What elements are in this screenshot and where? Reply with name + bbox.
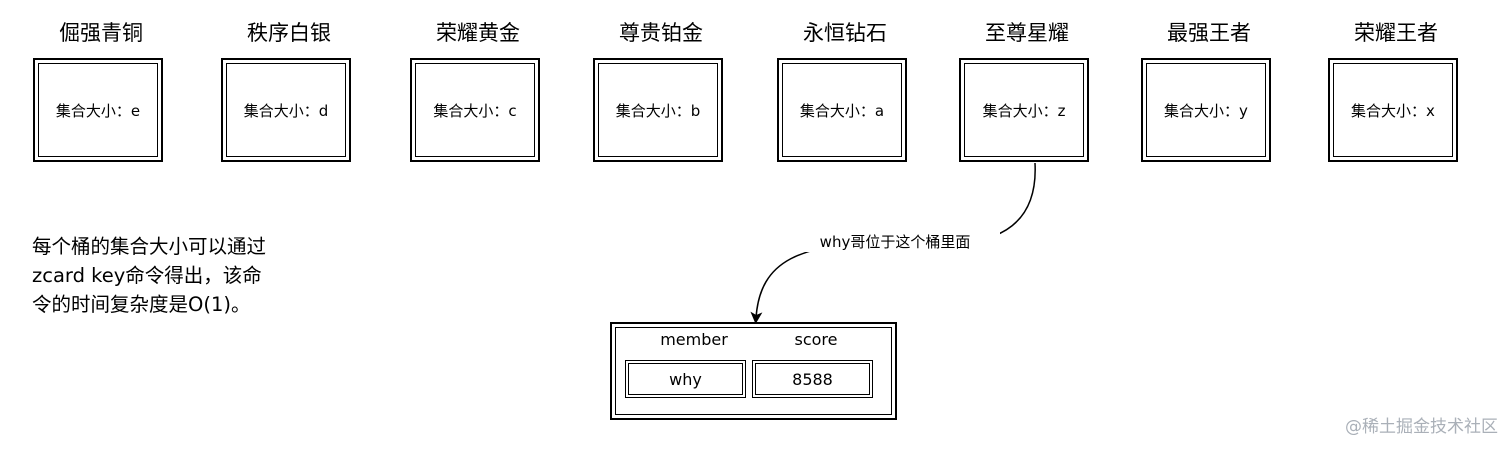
member-cell: why bbox=[625, 360, 746, 398]
tier-title: 荣耀王者 bbox=[1354, 21, 1438, 45]
note-line-2: zcard key命令得出，该命 bbox=[32, 264, 262, 287]
zcard-note: 每个桶的集合大小可以通过 zcard key命令得出，该命 令的时间复杂度是O(… bbox=[32, 232, 332, 319]
tier-title: 永恒钻石 bbox=[803, 21, 887, 45]
member-score-table: member score why 8588 bbox=[610, 322, 897, 420]
bucket-box: 集合大小：e bbox=[33, 58, 163, 162]
watermark: @稀土掘金技术社区 bbox=[1345, 417, 1498, 437]
tier-title: 倔强青铜 bbox=[59, 21, 143, 45]
bucket-box: 集合大小：x bbox=[1328, 58, 1458, 162]
note-line-3: 令的时间复杂度是O(1)。 bbox=[32, 293, 251, 316]
tier-title: 最强王者 bbox=[1167, 21, 1251, 45]
member-column-header: member bbox=[660, 330, 728, 349]
bucket-box: 集合大小：y bbox=[1141, 58, 1271, 162]
tier-title: 尊贵铂金 bbox=[619, 21, 703, 45]
bucket-box: 集合大小：a bbox=[777, 58, 907, 162]
bucket-box: 集合大小：c bbox=[410, 58, 540, 162]
tier-title: 荣耀黄金 bbox=[436, 21, 520, 45]
tier-title: 秩序白银 bbox=[247, 21, 331, 45]
score-cell: 8588 bbox=[752, 360, 873, 398]
score-column-header: score bbox=[794, 330, 838, 349]
bucket-box: 集合大小：d bbox=[221, 58, 351, 162]
note-line-1: 每个桶的集合大小可以通过 bbox=[32, 235, 267, 258]
bucket-box: 集合大小：z bbox=[959, 58, 1089, 162]
tier-title: 至尊星耀 bbox=[985, 21, 1069, 45]
connector-label: why哥位于这个桶里面 bbox=[790, 232, 1000, 252]
bucket-box: 集合大小：b bbox=[593, 58, 723, 162]
